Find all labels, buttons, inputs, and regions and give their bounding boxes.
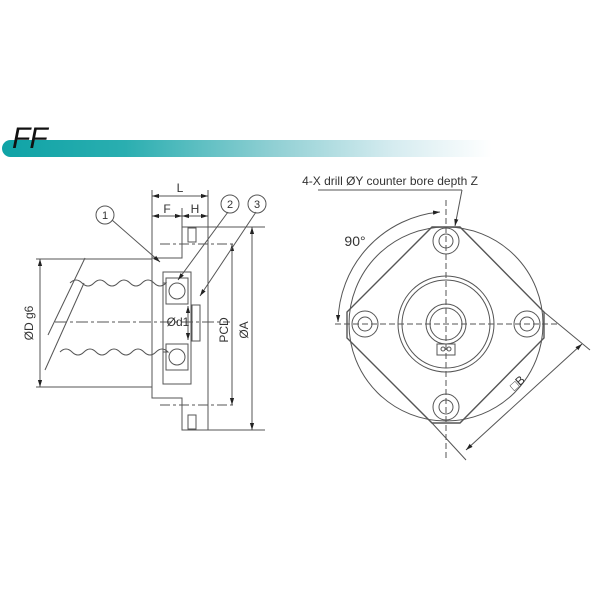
side-view-labels: 1 2 3 L F H Ød1 ØD g6 PCD ØA: [22, 181, 260, 343]
series-banner: [2, 140, 492, 157]
dim-D: ØD g6: [22, 305, 36, 340]
balloon-1: [95, 205, 115, 225]
series-title: FF: [12, 122, 48, 155]
dim-PCD: PCD: [217, 317, 231, 343]
dim-F: F: [163, 202, 170, 216]
dim-A: ØA: [237, 321, 251, 338]
angle-label: 90°: [344, 233, 365, 249]
balloon-2-label: 2: [227, 199, 233, 211]
counterbore-note: 4-X drill ØY counter bore depth Z: [302, 174, 478, 188]
front-view: [318, 189, 591, 461]
balloon-2: [220, 194, 240, 214]
square-B-label: □B: [507, 373, 528, 394]
balloon-3-label: 3: [254, 199, 260, 211]
side-view: [36, 190, 267, 431]
balloon-3: [247, 194, 267, 214]
balloon-1-label: 1: [102, 210, 108, 222]
dim-d1: Ød1: [167, 315, 190, 329]
dim-L: L: [177, 181, 184, 195]
dim-H: H: [191, 202, 200, 216]
